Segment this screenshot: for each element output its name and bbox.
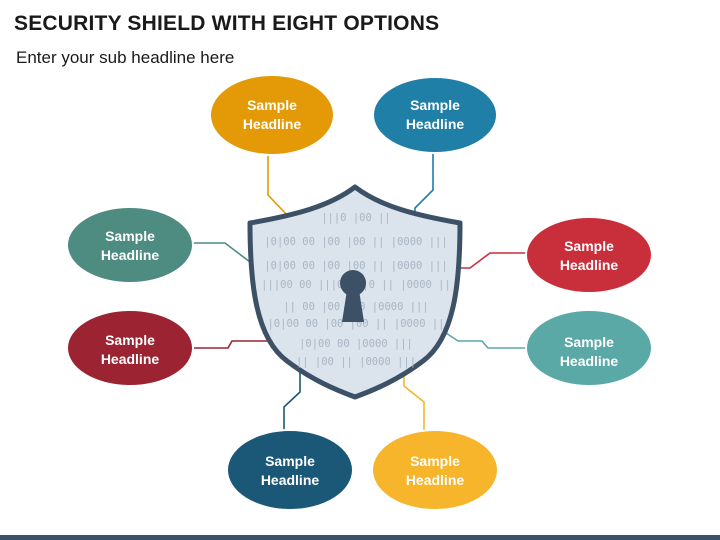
option-1-line2: Headline <box>243 116 302 132</box>
connector-8 <box>403 368 425 430</box>
connector-4 <box>458 252 526 269</box>
bottom-bar <box>0 535 720 540</box>
option-3-line1: Sample <box>105 228 155 244</box>
binary-line-3: |0|00 00 |00 |00 || |0000 ||| <box>264 260 447 272</box>
option-1-line1: Sample <box>247 97 297 113</box>
option-3-line2: Headline <box>101 247 160 263</box>
option-1: Sample Headline <box>209 74 335 156</box>
option-6-line2: Headline <box>560 353 619 369</box>
option-6-line1: Sample <box>564 334 614 350</box>
option-7: Sample Headline <box>226 429 354 511</box>
option-4-line2: Headline <box>560 257 619 273</box>
option-5-line2: Headline <box>101 351 160 367</box>
connector-2 <box>414 153 434 220</box>
option-7-line1: Sample <box>265 453 315 469</box>
connector-1 <box>267 155 291 219</box>
option-2-line2: Headline <box>406 116 465 132</box>
connector-3 <box>193 242 251 263</box>
binary-line-2: |0|00 00 |00 |00 || |0000 ||| <box>264 236 447 248</box>
binary-line-7: |0|00 00 |0000 ||| <box>299 338 413 350</box>
option-8: Sample Headline <box>371 429 499 511</box>
option-8-line2: Headline <box>406 472 465 488</box>
keyhole-icon <box>340 270 366 322</box>
option-7-line2: Headline <box>261 472 320 488</box>
option-4: Sample Headline <box>525 216 653 294</box>
binary-line-1: |||0 |00 || <box>321 212 391 224</box>
binary-line-6: |0|00 00 |00 |00 || |0000 || <box>267 318 444 330</box>
option-2-line1: Sample <box>410 97 460 113</box>
option-8-line1: Sample <box>410 453 460 469</box>
page-subtitle: Enter your sub headline here <box>16 48 235 67</box>
option-5: Sample Headline <box>66 309 194 387</box>
connector-7 <box>283 365 301 430</box>
option-6: Sample Headline <box>525 309 653 387</box>
page-title: SECURITY SHIELD WITH EIGHT OPTIONS <box>14 12 440 35</box>
option-3: Sample Headline <box>66 206 194 284</box>
binary-line-8: || |00 || |0000 ||| <box>296 356 416 368</box>
option-5-line1: Sample <box>105 332 155 348</box>
option-2: Sample Headline <box>372 76 498 154</box>
option-4-line1: Sample <box>564 238 614 254</box>
connector-6 <box>442 330 526 349</box>
